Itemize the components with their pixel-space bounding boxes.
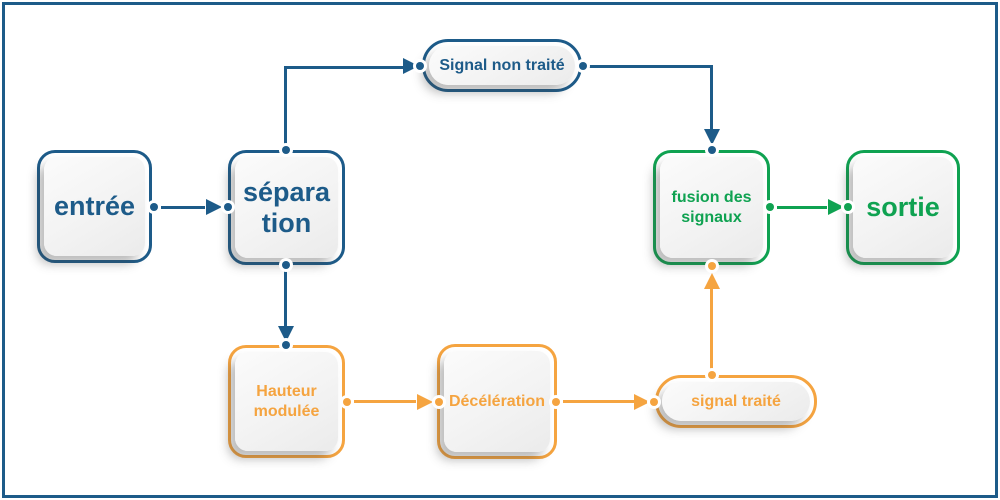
node-label-hauteur: Hauteur modulée	[253, 382, 320, 420]
node-signal-non-traite: Signal non traité	[422, 39, 582, 92]
node-card: entrée	[44, 157, 145, 256]
connector-dot	[282, 261, 290, 269]
node-fusion-des-signaux: fusion des signaux	[653, 150, 770, 265]
node-label-signal-non-traite: Signal non traité	[439, 56, 565, 74]
arrowhead-down-icon	[703, 129, 720, 145]
node-card: sortie	[853, 157, 953, 258]
edge-line	[284, 271, 287, 326]
edge-line	[161, 205, 205, 209]
arrowhead-up-icon	[703, 273, 720, 289]
connector-dot	[708, 146, 716, 154]
arrowhead-right-icon	[403, 58, 419, 74]
edge-line	[563, 400, 634, 403]
node-signal-traite: signal traité	[655, 375, 817, 428]
node-sortie: sortie	[846, 150, 960, 265]
connector-dot	[282, 341, 290, 349]
node-card: Signal non traité	[429, 46, 575, 85]
node-separation: sépara tion	[228, 150, 345, 265]
node-label-separation: sépara tion	[242, 177, 331, 238]
node-card: Décélération	[444, 351, 550, 452]
arrowhead-right-icon	[634, 393, 650, 410]
node-label-fusion: fusion des signaux	[671, 188, 752, 226]
connector-dot	[224, 203, 232, 211]
node-label-deceleration: Décélération	[448, 392, 546, 410]
connector-dot	[343, 397, 351, 406]
connector-dot	[650, 397, 658, 406]
connector-dot	[766, 203, 774, 211]
node-label-entree: entrée	[53, 191, 136, 222]
connector-dot	[708, 262, 716, 270]
connector-dot	[416, 62, 424, 70]
edge-line	[284, 65, 403, 69]
arrowhead-right-icon	[206, 199, 222, 215]
node-card: fusion des signaux	[660, 157, 763, 258]
node-deceleration: Décélération	[437, 344, 557, 459]
edge-line	[710, 289, 713, 370]
connector-dot	[552, 397, 560, 406]
edge-line	[777, 205, 827, 209]
edge-line	[710, 64, 713, 130]
node-label-signal-traite: signal traité	[691, 392, 781, 410]
connector-dot	[708, 371, 716, 379]
edge-line	[284, 66, 287, 144]
node-hauteur-modulee: Hauteur modulée	[228, 345, 345, 458]
connector-dot	[844, 203, 852, 211]
connector-dot	[282, 146, 290, 154]
connector-dot	[435, 397, 443, 406]
node-label-sortie: sortie	[866, 192, 940, 223]
node-card: signal traité	[662, 382, 810, 421]
edge-line	[589, 64, 713, 68]
connector-dot	[150, 203, 158, 211]
arrowhead-right-icon	[417, 393, 433, 410]
connector-dot	[579, 62, 587, 70]
arrowhead-right-icon	[828, 199, 844, 215]
node-card: Hauteur modulée	[235, 352, 338, 451]
node-entree: entrée	[37, 150, 152, 263]
node-card: sépara tion	[235, 157, 338, 258]
edge-line	[354, 400, 416, 403]
arrowhead-down-icon	[277, 326, 294, 342]
